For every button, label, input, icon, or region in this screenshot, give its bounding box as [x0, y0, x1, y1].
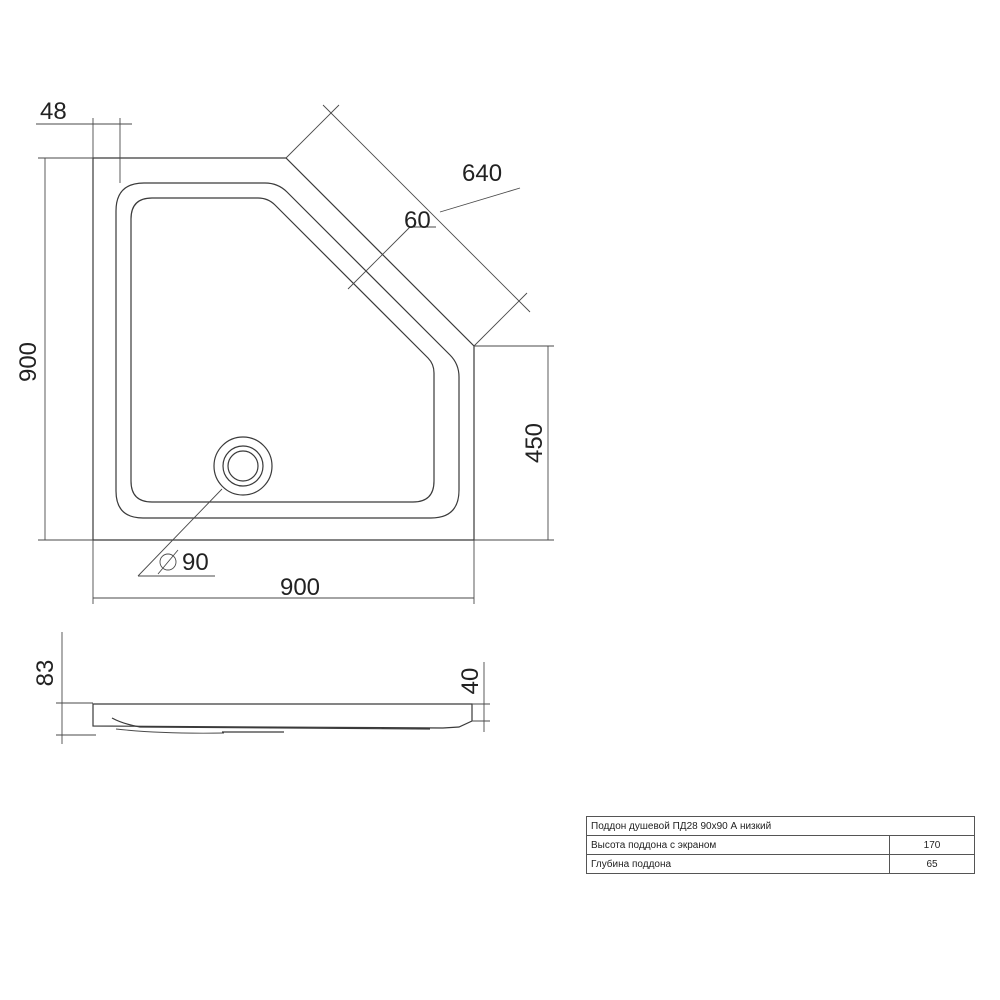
dimension-drain-diameter: 90 — [137, 488, 223, 577]
plan-view — [92, 157, 475, 541]
dimension-label-83: 83 — [32, 660, 59, 687]
spec-table-title: Поддон душевой ПД28 90х90 А низкий — [586, 816, 975, 836]
spec-table: Поддон душевой ПД28 90х90 А низкий Высот… — [586, 816, 975, 874]
dimension-label-640: 640 — [462, 160, 502, 187]
spec-table-row: Глубина поддона 65 — [586, 854, 975, 874]
tray-basin-outline — [130, 197, 435, 503]
diameter-symbol — [159, 553, 177, 571]
dimension-profile-height: 83 — [32, 632, 96, 744]
dimension-diagonal: 640 — [285, 104, 531, 347]
dimension-overall-height: 900 — [15, 157, 93, 541]
drain-middle-ring — [222, 445, 264, 487]
profile-outline — [92, 703, 473, 729]
spec-row-label: Глубина поддона — [586, 854, 890, 874]
dimension-overall-width: 900 — [92, 540, 475, 604]
dimension-label-900-vertical: 900 — [15, 342, 42, 382]
spec-row-value: 170 — [889, 835, 975, 855]
dimension-label-60: 60 — [404, 207, 431, 234]
dimension-label-900-horizontal: 900 — [280, 574, 320, 601]
dimension-label-450: 450 — [521, 423, 548, 463]
dimension-rim-width: 60 — [347, 207, 436, 290]
drain-outer-ring — [213, 436, 273, 496]
dimension-top-offset: 48 — [36, 98, 132, 183]
dimension-profile-rim: 40 — [457, 662, 490, 732]
tray-outer-outline — [92, 157, 475, 541]
profile-basin-curve — [111, 717, 431, 730]
drain-inner-ring — [227, 450, 259, 482]
dimension-label-40: 40 — [457, 668, 484, 695]
spec-table-title-row: Поддон душевой ПД28 90х90 А низкий — [586, 816, 975, 836]
profile-view — [92, 703, 473, 734]
dimension-label-diameter-90: 90 — [182, 549, 209, 576]
spec-row-value: 65 — [889, 854, 975, 874]
spec-table-row: Высота поддона с экраном 170 — [586, 835, 975, 855]
dimension-label-48: 48 — [40, 98, 67, 125]
tray-rim-inner-outline — [115, 182, 460, 519]
dimension-side-height: 450 — [474, 345, 554, 541]
spec-row-label: Высота поддона с экраном — [586, 835, 890, 855]
